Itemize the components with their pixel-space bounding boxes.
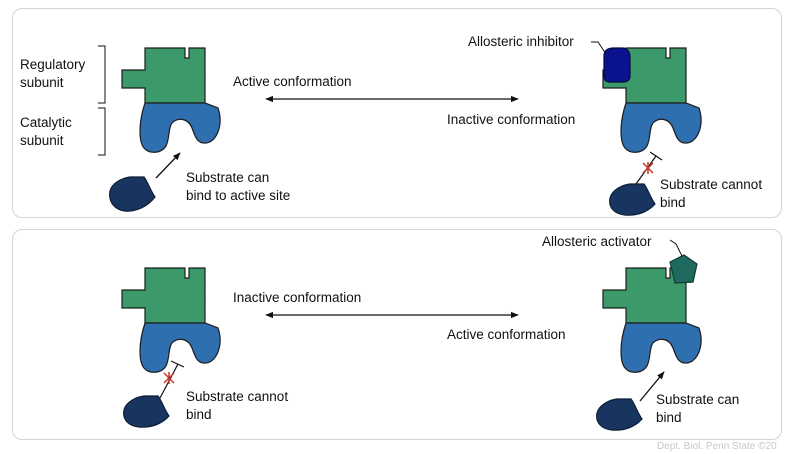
allosteric-activator: [669, 254, 698, 284]
copyright-footer: Dept. Biol. Penn State ©20: [657, 441, 777, 452]
block-bar: [649, 151, 663, 161]
substrate: [609, 183, 656, 216]
catalytic-subunit: [620, 102, 702, 153]
top-reverse-label: Inactive conformation: [447, 112, 576, 127]
substrate: [109, 176, 156, 212]
activator-callout-line: [669, 239, 683, 257]
top-left-enzyme: [109, 47, 221, 212]
bottom-right-substrate-line2: bind: [656, 410, 682, 425]
block-bar: [170, 360, 185, 368]
regulatory-subunit: [121, 47, 206, 104]
bottom-left-enzyme: [121, 267, 221, 428]
block-x-icon: [163, 372, 175, 384]
allosteric-activator-label: Allosteric activator: [542, 234, 652, 249]
catalytic-bracket: [98, 107, 106, 156]
regulatory-subunit: [602, 267, 687, 324]
bottom-forward-label: Inactive conformation: [233, 290, 362, 305]
regulatory-label-line1: Regulatory: [20, 57, 86, 72]
top-right-substrate-line2: bind: [660, 195, 686, 210]
top-right-substrate-line1: Substrate cannot: [660, 177, 763, 192]
binding-arrow: [155, 152, 181, 179]
bottom-left-substrate-line2: bind: [186, 407, 212, 422]
regulatory-bracket: [98, 45, 106, 104]
regulatory-label-line2: subunit: [20, 75, 64, 90]
bottom-left-substrate-line1: Substrate cannot: [186, 389, 289, 404]
bottom-right-substrate-line1: Substrate can: [656, 392, 740, 407]
allosteric-inhibitor: [603, 47, 631, 83]
top-right-enzyme: [602, 47, 702, 216]
bottom-right-enzyme: [596, 254, 702, 431]
top-left-substrate-line2: bind to active site: [186, 188, 291, 203]
substrate: [123, 395, 170, 428]
binding-arrow: [639, 371, 665, 402]
regulatory-subunit: [602, 47, 687, 104]
top-left-substrate-line1: Substrate can: [186, 170, 270, 185]
top-forward-label: Active conformation: [233, 74, 352, 89]
block-x-icon: [642, 162, 654, 174]
regulatory-subunit: [121, 267, 206, 324]
catalytic-subunit: [620, 322, 702, 373]
catalytic-label-line2: subunit: [20, 133, 64, 148]
catalytic-subunit: [139, 322, 221, 373]
substrate: [596, 398, 643, 431]
catalytic-subunit: [139, 102, 221, 153]
catalytic-label-line1: Catalytic: [20, 115, 72, 130]
inhibitor-callout-line: [591, 41, 607, 55]
bottom-reverse-label: Active conformation: [447, 327, 566, 342]
allosteric-inhibitor-label: Allosteric inhibitor: [468, 34, 574, 49]
